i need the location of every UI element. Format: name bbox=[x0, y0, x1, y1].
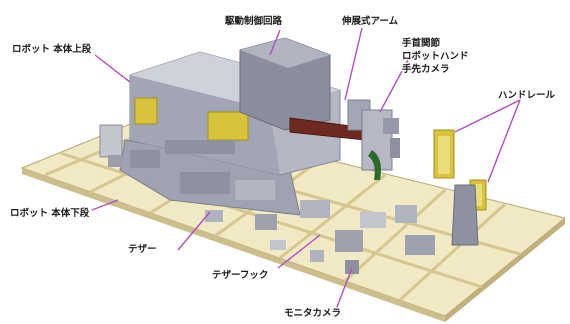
wrist-hand-assembly bbox=[347, 99, 400, 180]
base-components bbox=[205, 200, 435, 274]
label-hand-camera: 手先カメラ bbox=[402, 63, 450, 75]
label-monitor-camera: モニタカメラ bbox=[284, 307, 341, 319]
handrail-post bbox=[451, 184, 479, 246]
drive-control-circuit-box bbox=[239, 37, 331, 131]
label-handrail: ハンドレール bbox=[498, 90, 556, 101]
leader-lines bbox=[91, 27, 521, 313]
label-upper-body: ロボット 本体上段 bbox=[12, 43, 92, 55]
label-tether-hook: テザーフック bbox=[212, 270, 268, 281]
labels: ロボット 本体上段 駆動制御回路 伸展式アーム 手首関節 ロボットハンド 手先カ… bbox=[9, 14, 557, 320]
handrail-left bbox=[433, 129, 455, 179]
label-wrist-joint: 手首関節 bbox=[402, 37, 441, 49]
label-extension-arm: 伸展式アーム bbox=[341, 15, 399, 27]
label-lower-body: ロボット 本体下段 bbox=[10, 207, 90, 219]
robot-lower-body bbox=[99, 124, 301, 216]
label-tether: テザー bbox=[128, 244, 157, 255]
label-drive-control: 駆動制御回路 bbox=[224, 15, 283, 27]
label-robot-hand: ロボットハンド bbox=[402, 50, 469, 62]
